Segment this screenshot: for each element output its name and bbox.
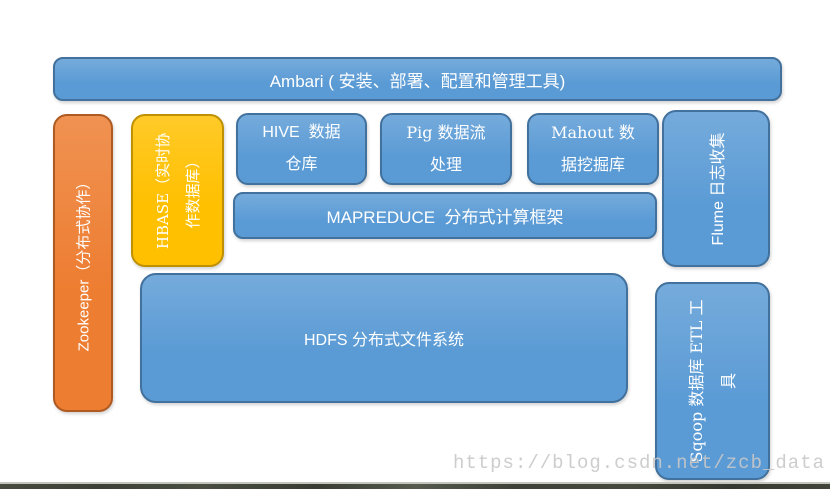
hive-label: HIVE 数据 仓库 — [262, 124, 341, 173]
pig-box: Pig 数据流 处理 — [380, 113, 512, 185]
hbase-bar: HBASE（实时协 作数据库） — [131, 114, 224, 267]
screenshot-bottom-edge — [0, 482, 830, 489]
mahout-label: Mahout 数 据挖掘库 — [551, 123, 635, 174]
zookeeper-bar: Zookeeper（分布式协作） — [53, 114, 113, 412]
zookeeper-label: Zookeeper（分布式协作） — [75, 174, 93, 352]
ambari-management-bar: Ambari ( 安装、部署、配置和管理工具) — [53, 57, 782, 101]
hive-box: HIVE 数据 仓库 — [236, 113, 367, 185]
hdfs-box: HDFS 分布式文件系统 — [140, 273, 628, 403]
mapreduce-label: MAPREDUCE 分布式计算框架 — [326, 208, 564, 227]
flume-bar: Flume 日志收集 — [662, 110, 770, 267]
csdn-watermark: https://blog.csdn.net/zcb_data — [452, 452, 825, 474]
hdfs-label: HDFS 分布式文件系统 — [303, 332, 464, 349]
mapreduce-bar: MAPREDUCE 分布式计算框架 — [233, 192, 657, 239]
sqoop-label: Sqoop 数据库 ETL 工 具 — [686, 299, 738, 463]
flume-label: Flume 日志收集 — [710, 132, 727, 245]
mahout-box: Mahout 数 据挖掘库 — [527, 113, 659, 185]
ambari-label: Ambari ( 安装、部署、配置和管理工具) — [269, 71, 566, 91]
sqoop-bar: Sqoop 数据库 ETL 工 具 — [655, 282, 770, 480]
pig-label: Pig 数据流 处理 — [406, 123, 486, 174]
hbase-label: HBASE（实时协 作数据库） — [153, 132, 202, 249]
